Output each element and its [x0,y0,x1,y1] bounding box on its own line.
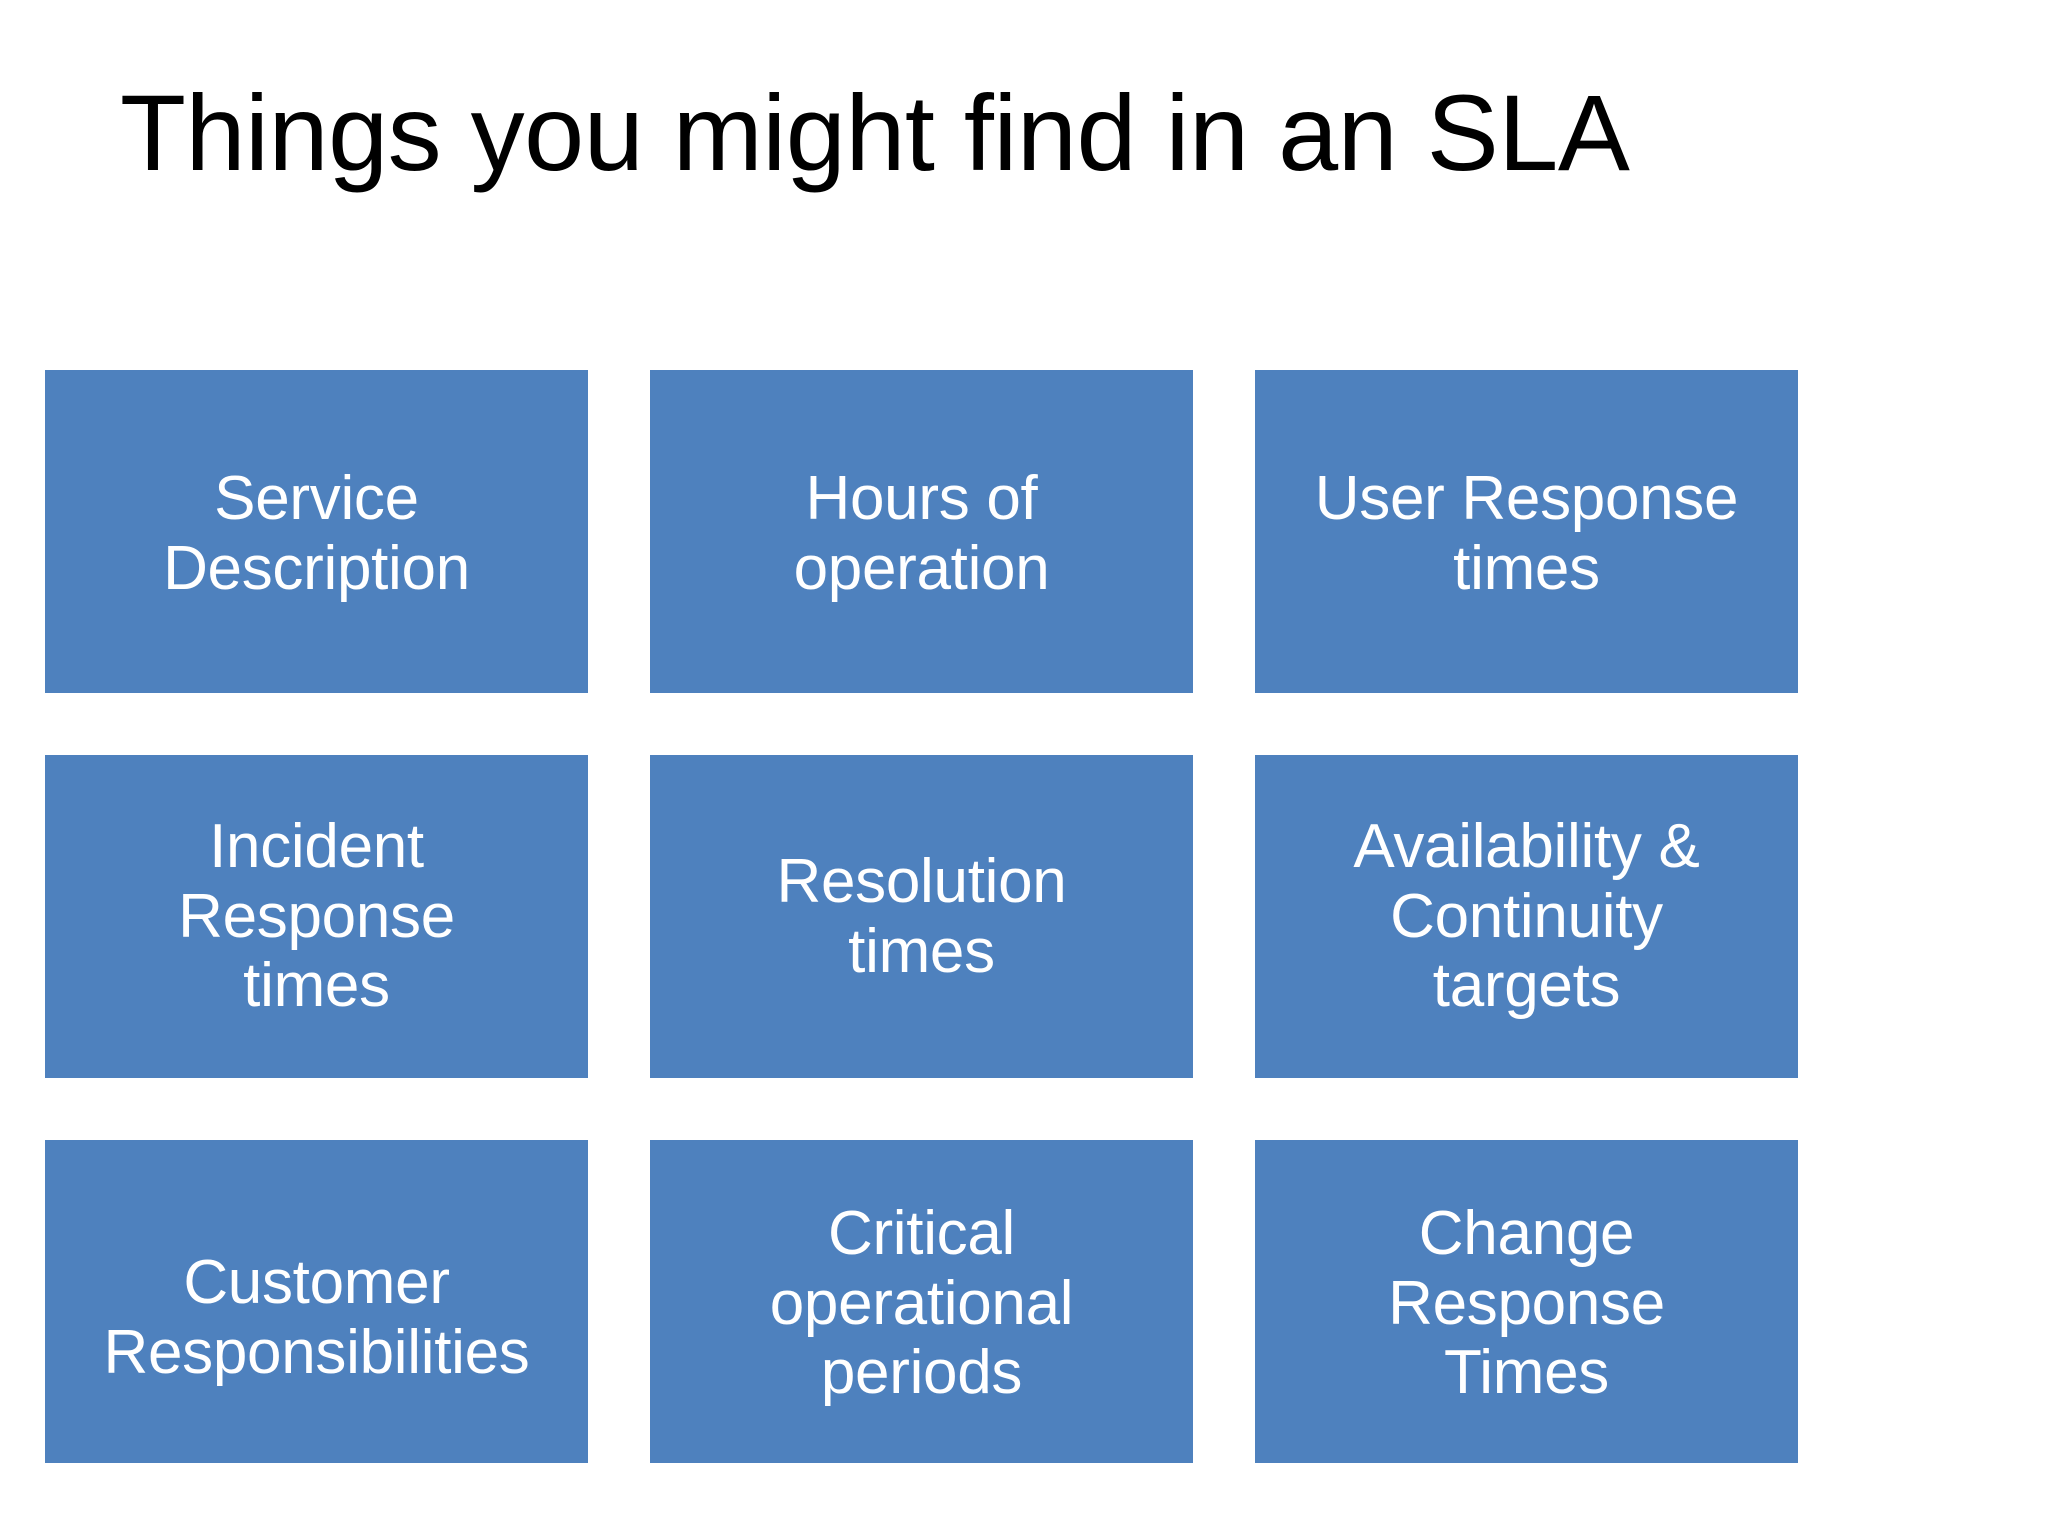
sla-card-user-response-times[interactable]: User Response times [1255,370,1798,693]
page-title: Things you might find in an SLA [120,72,1630,193]
sla-card-critical-operational-periods[interactable]: Critical operational periods [650,1140,1193,1463]
sla-card-label: User Response times [1314,464,1739,603]
sla-card-label: Incident Response times [178,812,455,1021]
sla-card-label: Hours of operation [793,464,1050,603]
sla-items-grid: Service Description Hours of operation U… [45,370,1798,1463]
sla-card-label: Service Description [163,464,470,603]
sla-card-label: Availability & Continuity targets [1353,812,1700,1021]
sla-card-incident-response-times[interactable]: Incident Response times [45,755,588,1078]
sla-card-hours-of-operation[interactable]: Hours of operation [650,370,1193,693]
sla-card-customer-responsibilities[interactable]: Customer Responsibilities [45,1140,588,1463]
sla-card-service-description[interactable]: Service Description [45,370,588,693]
sla-card-label: Change Response Times [1388,1199,1665,1408]
sla-card-label: Critical operational periods [769,1199,1074,1408]
sla-card-resolution-times[interactable]: Resolution times [650,755,1193,1078]
sla-card-label: Resolution times [776,847,1067,986]
sla-card-change-response-times[interactable]: Change Response Times [1255,1140,1798,1463]
sla-card-availability-continuity-targets[interactable]: Availability & Continuity targets [1255,755,1798,1078]
sla-card-label: Customer Responsibilities [103,1248,530,1387]
